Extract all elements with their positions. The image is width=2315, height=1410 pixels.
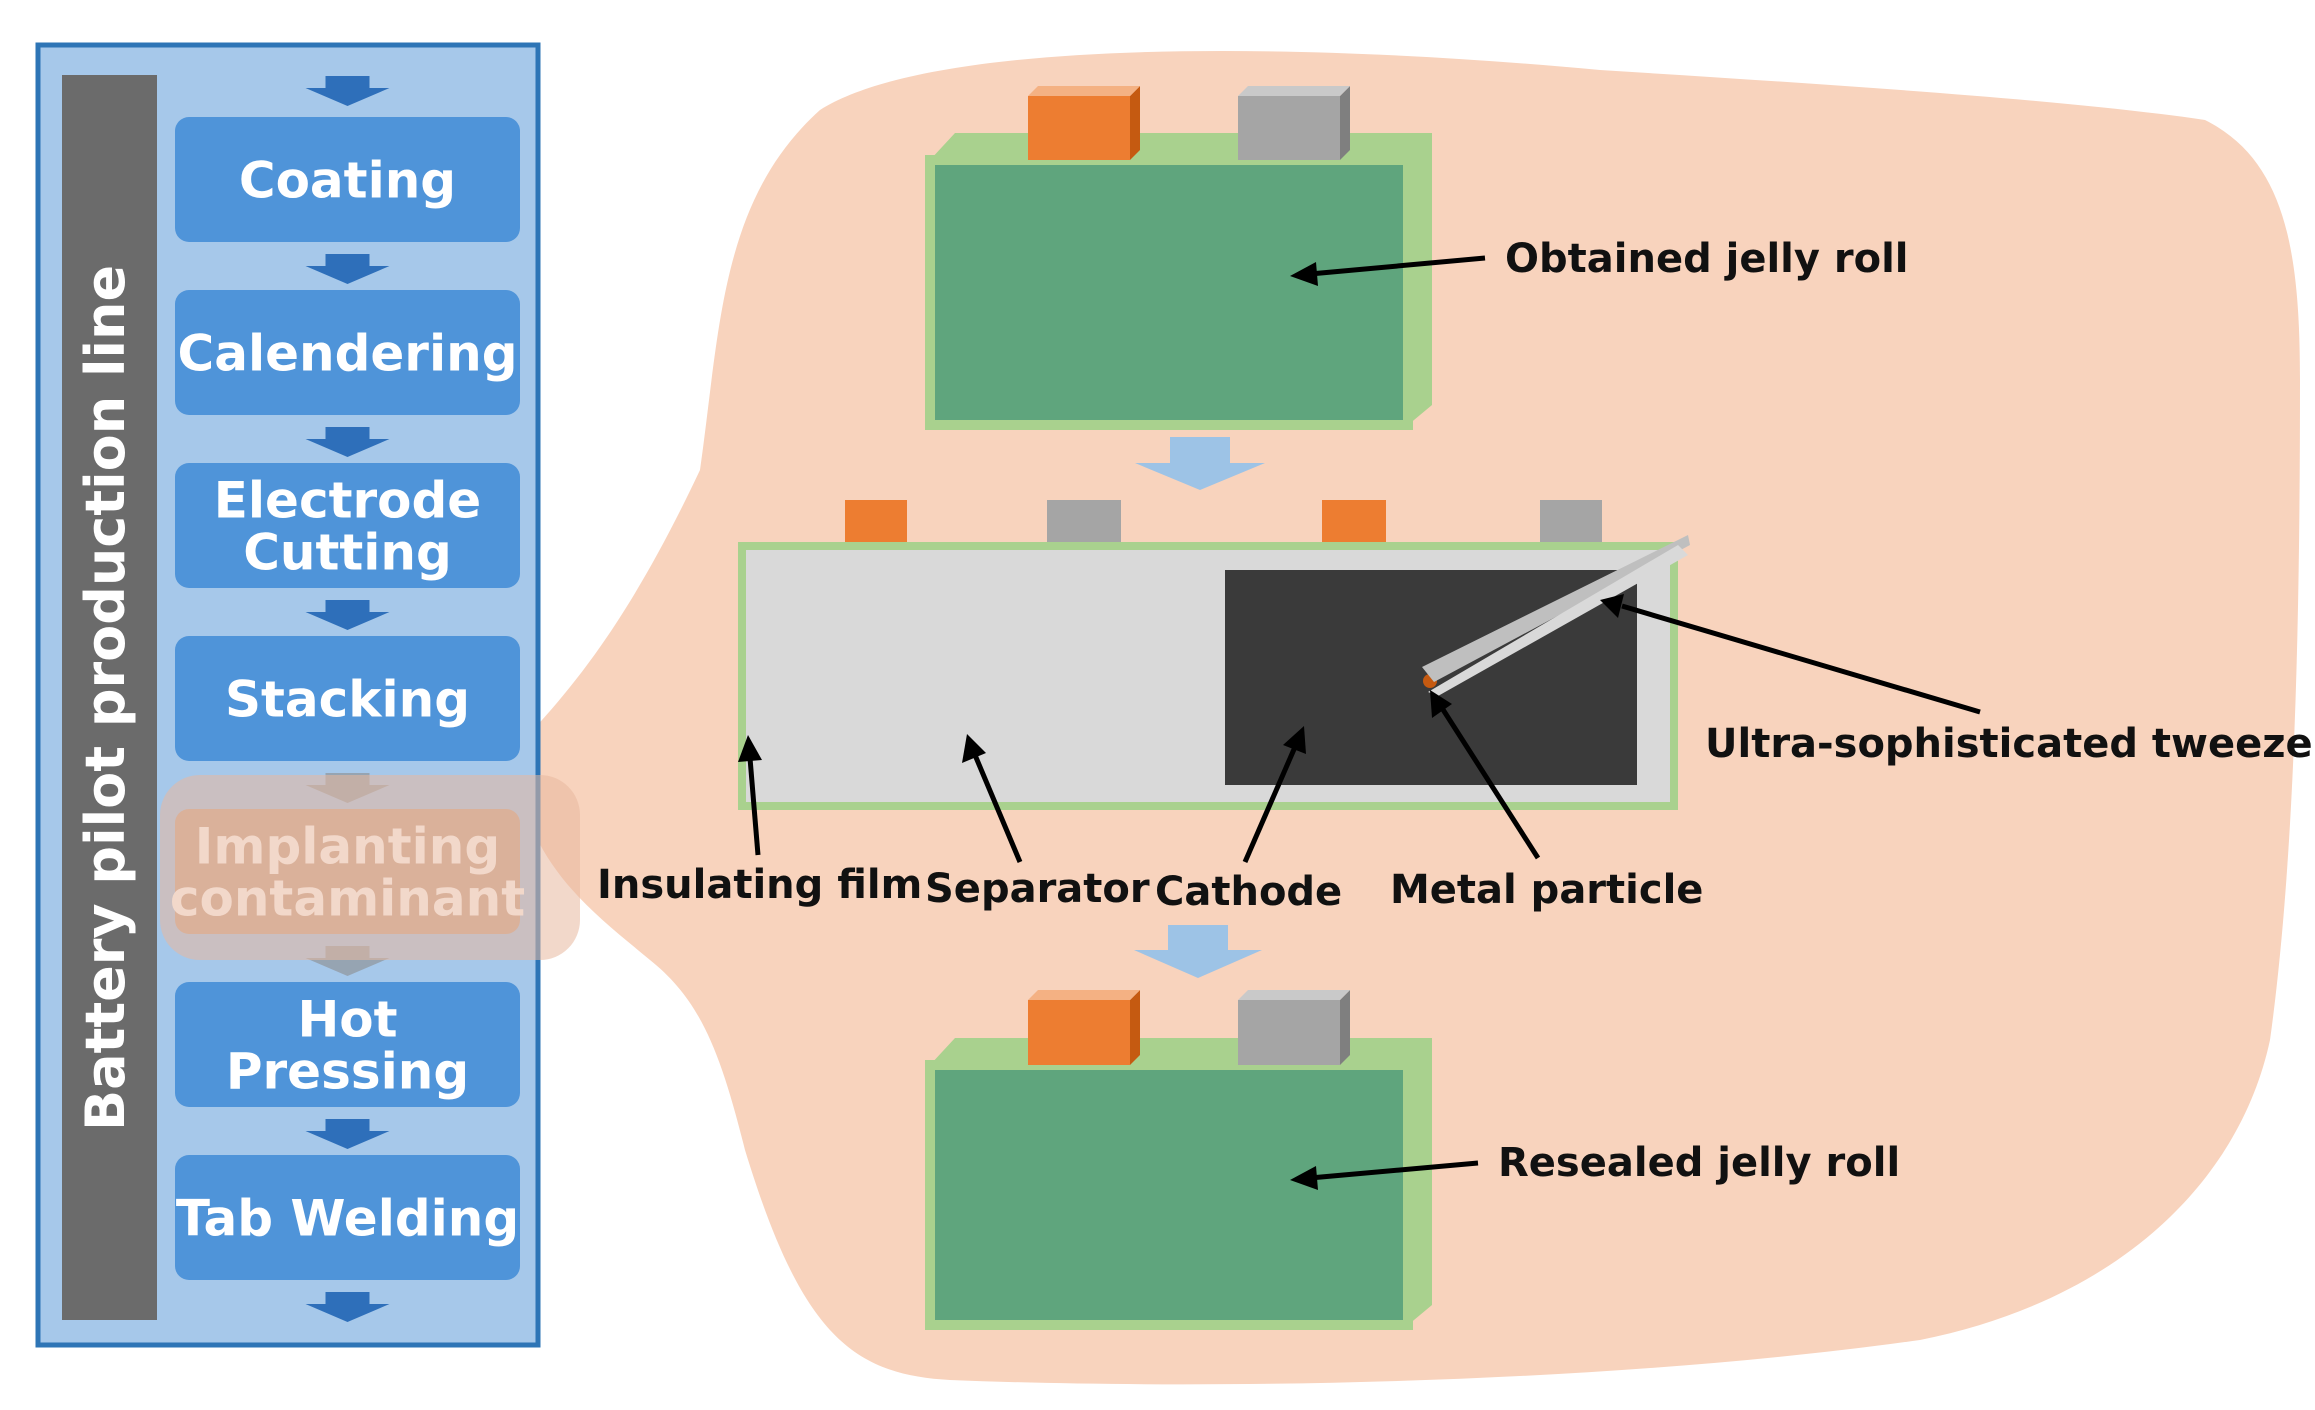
process-step-3: Stacking — [175, 636, 520, 761]
tab-orange — [1028, 96, 1130, 160]
highlight-band — [160, 775, 580, 960]
process-step-label: Calendering — [178, 325, 518, 383]
cathode-pointer — [1242, 726, 1306, 863]
flow-arrow-0 — [305, 76, 390, 106]
opened-cell — [738, 500, 1690, 810]
obtained-jelly-roll-label: Obtained jelly roll — [1505, 236, 1909, 282]
tab-gray — [1238, 96, 1340, 160]
resealed-jelly-roll-label: Resealed jelly roll — [1498, 1140, 1900, 1186]
tab-gray-top — [1238, 86, 1350, 96]
process-step-label: Pressing — [226, 1043, 469, 1101]
tab-gray-side — [1340, 86, 1350, 160]
panel-title-bar — [62, 75, 157, 1320]
process-step-box — [175, 1155, 520, 1280]
process-step-box — [175, 463, 520, 588]
process-step-box — [175, 290, 520, 415]
tab-orange-side — [1130, 990, 1140, 1065]
resealed-jelly-roll — [925, 990, 1432, 1330]
obtained-jelly-roll-pointer — [1290, 255, 1486, 286]
insulating-film-pointer — [738, 735, 762, 856]
cathode-label: Cathode — [1155, 869, 1342, 915]
tab-orange-side — [1130, 86, 1140, 160]
process-step-6: Tab Welding — [175, 1155, 520, 1280]
process-step-0: Coating — [175, 117, 520, 242]
jelly-roll-side-face — [1408, 133, 1432, 425]
process-step-box — [175, 982, 520, 1107]
jelly-roll-front-face — [925, 1060, 1413, 1330]
process-step-label: Cutting — [243, 524, 452, 582]
tweezer-label: Ultra-sophisticated tweezer — [1705, 721, 2315, 767]
production-line-panel: Battery pilot production line CoatingCal… — [35, 42, 541, 1348]
panel-title: Battery pilot production line — [74, 265, 137, 1131]
jelly-roll-side-face — [1408, 1038, 1432, 1325]
process-step-label: Coating — [239, 152, 456, 210]
resealed-jelly-roll-pointer — [1290, 1160, 1479, 1190]
tweezer-arm-icon — [1428, 545, 1688, 696]
insulating-film-label: Insulating film — [597, 862, 922, 908]
tab-orange-top — [1028, 86, 1140, 96]
tab-gray-side — [1340, 990, 1350, 1065]
separator-pointer — [962, 734, 1023, 863]
tab-orange-top — [1028, 990, 1140, 1000]
tab-gray — [1238, 1000, 1340, 1065]
flow-arrow-3 — [305, 600, 390, 630]
process-step-label: Hot — [297, 991, 397, 1049]
process-step-label: Tab Welding — [176, 1190, 519, 1248]
tab-gray-top — [1238, 990, 1350, 1000]
process-steps: CoatingCalenderingElectrodeCuttingStacki… — [170, 117, 525, 1280]
tweezer-pointer — [1600, 594, 1981, 715]
process-step-box — [175, 636, 520, 761]
flow-arrow-1 — [305, 254, 390, 284]
process-step-label: Stacking — [225, 671, 470, 729]
transition-arrow-2 — [1134, 925, 1262, 978]
obtained-jelly-roll — [925, 86, 1432, 430]
flow-arrow-7 — [305, 1292, 390, 1322]
process-step-1: Calendering — [175, 290, 520, 415]
flow-arrow-6 — [305, 1119, 390, 1149]
tweezer-icon — [1422, 535, 1690, 682]
transition-arrow-1 — [1135, 437, 1265, 490]
jelly-roll-front-face — [925, 155, 1413, 430]
process-step-box — [175, 117, 520, 242]
metal-particle-pointer — [1430, 690, 1541, 860]
separator-label: Separator — [925, 866, 1150, 912]
process-step-label: Electrode — [214, 472, 481, 530]
flow-arrow-2 — [305, 427, 390, 457]
tab-orange — [1028, 1000, 1130, 1065]
metal-particle-label: Metal particle — [1390, 867, 1703, 913]
